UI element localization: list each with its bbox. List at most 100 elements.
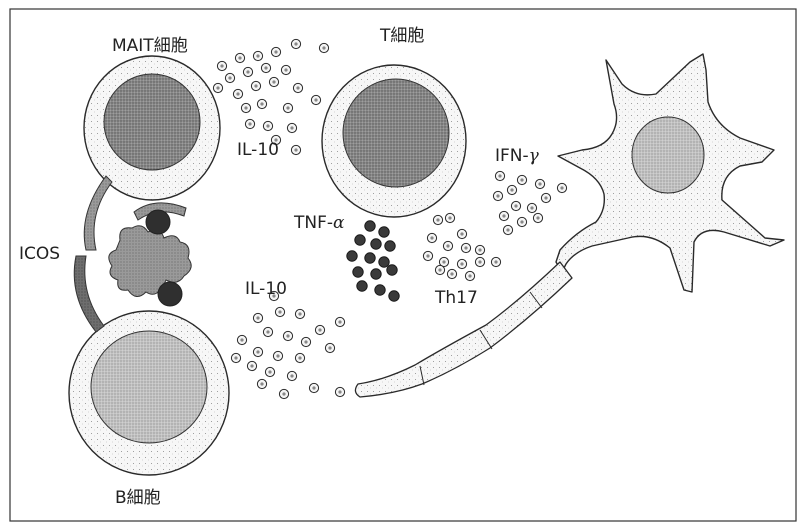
- light-cytokine-particle-core: [290, 126, 293, 129]
- b-cell-nucleus: [91, 331, 207, 443]
- ifn-gamma-greek: γ: [529, 146, 539, 166]
- light-cytokine-particle-core: [244, 106, 247, 109]
- light-cytokine-particle-core: [460, 262, 463, 265]
- icos-label: ICOS: [19, 246, 60, 263]
- t-cell: [322, 65, 466, 217]
- dark-cytokine-particle: [389, 291, 399, 301]
- light-cytokine-particle-core: [256, 316, 259, 319]
- light-cytokine-particle-core: [560, 186, 563, 189]
- light-cytokine-particle-core: [530, 206, 533, 209]
- light-cytokine-particle-core: [298, 312, 301, 315]
- light-cytokine-particle-core: [278, 310, 281, 313]
- light-cytokine-particle-core: [284, 68, 287, 71]
- dark-cytokine-particle: [347, 251, 357, 261]
- light-cytokine-particle-core: [468, 274, 471, 277]
- tnf-alpha-greek: α: [333, 213, 344, 233]
- light-cytokine-particle-core: [478, 248, 481, 251]
- dark-cytokine-particle: [385, 241, 395, 251]
- light-cytokine-particle-core: [426, 254, 429, 257]
- th17-label: Th17: [435, 290, 478, 307]
- mait-cell-nucleus: [104, 74, 200, 170]
- light-cytokine-particle-core: [266, 124, 269, 127]
- light-cytokine-particle-core: [286, 106, 289, 109]
- granule-cluster: [109, 210, 191, 306]
- light-cytokine-particle-core: [286, 334, 289, 337]
- light-cytokine-particle-core: [294, 148, 297, 151]
- light-cytokine-particle-core: [544, 196, 547, 199]
- light-cytokine-particle-core: [260, 102, 263, 105]
- light-cytokine-particle-core: [338, 390, 341, 393]
- light-cytokine-particle-core: [282, 392, 285, 395]
- light-cytokine-particle-core: [248, 122, 251, 125]
- b-cell-label: B細胞: [115, 490, 161, 507]
- light-cytokine-particle-core: [238, 56, 241, 59]
- b-cell: [69, 311, 229, 475]
- dark-granule: [146, 210, 170, 234]
- light-cytokine-particle-core: [256, 350, 259, 353]
- light-cytokine-particle-core: [266, 330, 269, 333]
- light-cytokine-particle-core: [430, 236, 433, 239]
- light-cytokine-particle-core: [260, 382, 263, 385]
- light-cytokine-particle-core: [520, 178, 523, 181]
- il10-top-label: IL-10: [237, 142, 279, 159]
- light-cytokine-particle-core: [220, 64, 223, 67]
- light-cytokine-particle-core: [318, 328, 321, 331]
- light-cytokine-particle-core: [506, 228, 509, 231]
- light-cytokine-particle-core: [296, 86, 299, 89]
- dark-cytokine-particle: [379, 257, 389, 267]
- light-cytokine-particle-core: [294, 42, 297, 45]
- light-cytokine-particle-core: [276, 354, 279, 357]
- dendritic-cell-process: [355, 262, 572, 397]
- light-cytokine-particle-core: [442, 260, 445, 263]
- light-cytokine-particle-core: [494, 260, 497, 263]
- light-cytokine-particle-core: [240, 338, 243, 341]
- t-cell-label: T細胞: [380, 28, 424, 45]
- light-cytokine-particle-core: [446, 244, 449, 247]
- dark-cytokine-particle: [371, 269, 381, 279]
- t-cell-nucleus: [343, 79, 449, 187]
- light-cytokine-particle-core: [450, 272, 453, 275]
- light-cytokine-particle-core: [234, 356, 237, 359]
- light-cytokine-particle-core: [460, 232, 463, 235]
- dark-cytokine-particle: [353, 267, 363, 277]
- light-cytokine-particle-core: [478, 260, 481, 263]
- dark-cytokine-particle: [371, 239, 381, 249]
- tnf-alpha-label: TNF-α: [294, 215, 345, 232]
- dark-cytokine-particle: [357, 281, 367, 291]
- light-cytokine-particle-core: [228, 76, 231, 79]
- dark-cytokine-particle: [365, 253, 375, 263]
- light-cytokine-particle-core: [464, 246, 467, 249]
- light-cytokine-particle-core: [536, 216, 539, 219]
- dark-cytokine-particle: [355, 235, 365, 245]
- light-cytokine-particle-core: [498, 174, 501, 177]
- dark-cytokine-particle: [379, 227, 389, 237]
- light-cytokine-particle-core: [236, 92, 239, 95]
- light-cytokine-particle-core: [290, 374, 293, 377]
- light-cytokine-particle-core: [338, 320, 341, 323]
- light-cytokine-particle-core: [496, 194, 499, 197]
- light-cytokine-particle-core: [256, 54, 259, 57]
- light-cytokine-particle-core: [328, 346, 331, 349]
- light-cytokine-particle-core: [510, 188, 513, 191]
- dark-cytokine-particle: [365, 221, 375, 231]
- dark-cytokine-particle: [387, 265, 397, 275]
- light-cytokine-particle-core: [272, 80, 275, 83]
- light-cytokine-particle-core: [322, 46, 325, 49]
- light-cytokine-particle-core: [520, 220, 523, 223]
- ifn-gamma-label: IFN-γ: [495, 148, 539, 165]
- light-cytokine-particle-core: [264, 66, 267, 69]
- light-cytokine-particle-core: [304, 340, 307, 343]
- light-cytokine-particle-core: [298, 356, 301, 359]
- light-cytokine-particle-core: [254, 84, 257, 87]
- tnf-alpha-prefix: TNF-: [294, 213, 333, 233]
- light-cytokine-particle-core: [438, 268, 441, 271]
- light-cytokine-particle-core: [538, 182, 541, 185]
- light-cytokine-particle-core: [250, 364, 253, 367]
- light-cytokine-particle-core: [314, 98, 317, 101]
- dark-cytokine-particle: [375, 285, 385, 295]
- light-cytokine-particle-core: [216, 86, 219, 89]
- il10-bottom-label: IL-10: [245, 281, 287, 298]
- mait-cell-label: MAIT細胞: [112, 38, 188, 55]
